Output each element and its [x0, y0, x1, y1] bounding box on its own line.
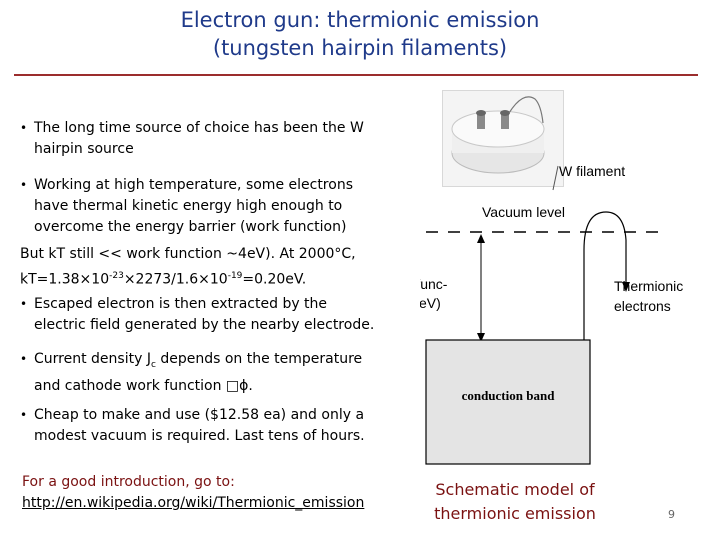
kt-exponent: -23: [109, 271, 124, 281]
kt-line-1: But kT still << work function ~4eV). At …: [20, 246, 356, 262]
arrow-head-up: [477, 234, 485, 243]
bullet-text: Working at high temperature, some electr…: [34, 177, 353, 193]
bullet-text: have thermal kinetic energy high enough …: [34, 198, 343, 214]
title-line-2: (tungsten hairpin filaments): [212, 36, 508, 60]
filament-illustration: [451, 96, 545, 174]
conduction-band-label: conduction band: [462, 388, 556, 403]
w-filament-label: W filament: [559, 163, 625, 179]
bullet-escaped-electron: • Escaped electron is then extracted by …: [20, 294, 375, 336]
kt-part: =0.20eV.: [242, 271, 307, 288]
bullet-text: Cheap to make and use ($12.58 ea) and on…: [34, 407, 365, 423]
current-density-subscript: c: [150, 359, 156, 370]
bullet-dot: •: [20, 121, 28, 135]
bullet-current-density: • Current density Jc depends on the temp…: [20, 349, 362, 397]
thermionic-label-1: Thermionic: [614, 278, 683, 294]
vacuum-level-label: Vacuum level: [482, 204, 565, 220]
intro-text: For a good introduction, go to:: [22, 474, 235, 490]
bullet-dot: •: [20, 178, 28, 192]
arrow-head-down: [477, 333, 485, 342]
kt-exponent: -19: [227, 271, 243, 281]
kt-line-2: kT=1.38×10-23×2273/1.6×10-19=0.20eV.: [20, 265, 356, 291]
title-divider: [14, 74, 698, 76]
electron-path: [583, 211, 627, 340]
caption-line-1: Schematic model of: [435, 480, 595, 499]
bullet-cheap: • Cheap to make and use ($12.58 ea) and …: [20, 405, 365, 447]
bullet-text: overcome the energy barrier (work functi…: [34, 219, 347, 235]
bullet-text: Escaped electron is then extracted by th…: [34, 296, 328, 312]
bullet-text: The long time source of choice has been …: [34, 120, 364, 136]
kt-part: kT=1.38×10: [20, 271, 110, 288]
bullet-text: and cathode work function □ϕ.: [34, 377, 253, 394]
title-line-1: Electron gun: thermionic emission: [180, 8, 540, 32]
filament-photo: [442, 90, 564, 187]
bullet-high-temperature: • Working at high temperature, some elec…: [20, 175, 353, 238]
filament-pointer: [552, 165, 559, 191]
bullet-dot: •: [20, 352, 28, 366]
current-density-part: Current density J: [34, 351, 151, 367]
caption-line-2: thermionic emission: [434, 504, 596, 523]
bullet-text: modest vacuum is required. Last tens of …: [34, 428, 365, 444]
work-function-label-2: tion ϕ(eV): [420, 295, 441, 311]
conduction-band-box: [425, 339, 591, 465]
intro-link-box: For a good introduction, go to: http://e…: [22, 472, 364, 514]
bullet-text: electric field generated by the nearby e…: [34, 317, 375, 333]
work-function-label-1: Work func-: [420, 276, 448, 292]
bullet-dot: •: [20, 297, 28, 311]
bullet-dot: •: [20, 408, 28, 422]
page-number: 9: [668, 508, 675, 521]
energy-diagram: W filament Vacuum level Work func- tion …: [420, 163, 683, 465]
bullet-text: hairpin source: [34, 141, 134, 157]
schematic-caption: Schematic model of thermionic emission: [420, 478, 610, 526]
thermionic-label-2: electrons: [614, 298, 671, 314]
bullet-w-hairpin: • The long time source of choice has bee…: [20, 118, 364, 160]
electron-arrow-head: [622, 282, 630, 292]
bullet-text: Current density Jc depends on the temper…: [34, 349, 362, 376]
kt-part: ×2273/1.6×10: [123, 271, 228, 288]
wikipedia-link[interactable]: http://en.wikipedia.org/wiki/Thermionic_…: [22, 495, 365, 511]
kt-explanation: But kT still << work function ~4eV). At …: [20, 243, 356, 291]
slide-title: Electron gun: thermionic emission (tungs…: [0, 6, 720, 62]
current-density-part: depends on the temperature: [155, 351, 363, 367]
